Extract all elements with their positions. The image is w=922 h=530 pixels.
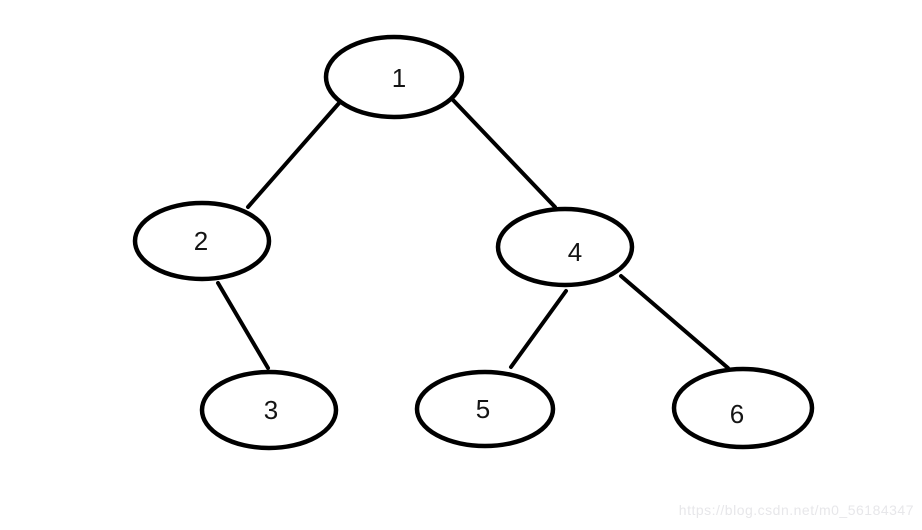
tree-edge-4-5 (509, 289, 568, 369)
tree-edge-2-3 (216, 281, 270, 370)
node-label: 6 (730, 399, 744, 429)
node-ellipse (495, 206, 635, 288)
tree-edge-1-2 (246, 100, 342, 209)
tree-node-5: 5 (414, 369, 556, 449)
node-ellipse (323, 34, 465, 120)
tree-node-1: 1 (323, 34, 465, 120)
watermark-text: https://blog.csdn.net/m0_56184347 (678, 502, 914, 518)
tree-node-3: 3 (199, 369, 339, 451)
tree-edge-4-6 (619, 274, 730, 370)
node-label: 4 (568, 237, 582, 267)
node-label: 2 (194, 226, 208, 256)
tree-node-4: 4 (495, 206, 635, 288)
node-ellipse (199, 369, 339, 451)
tree-node-2: 2 (132, 200, 272, 282)
node-ellipse (671, 366, 815, 450)
node-label: 3 (264, 395, 278, 425)
tree-edge-1-4 (451, 98, 557, 209)
node-ellipse (414, 369, 556, 449)
tree-node-6: 6 (671, 366, 815, 450)
node-label: 1 (392, 63, 406, 93)
node-ellipse (132, 200, 272, 282)
node-label: 5 (476, 394, 490, 424)
